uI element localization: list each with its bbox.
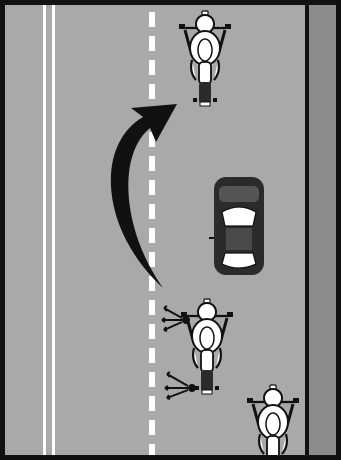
- frame-bottom: [0, 455, 341, 460]
- frame-right: [336, 0, 341, 460]
- shoulder: [305, 5, 309, 455]
- car-top-view-icon: [209, 177, 264, 275]
- shoulder-strip: [309, 5, 336, 455]
